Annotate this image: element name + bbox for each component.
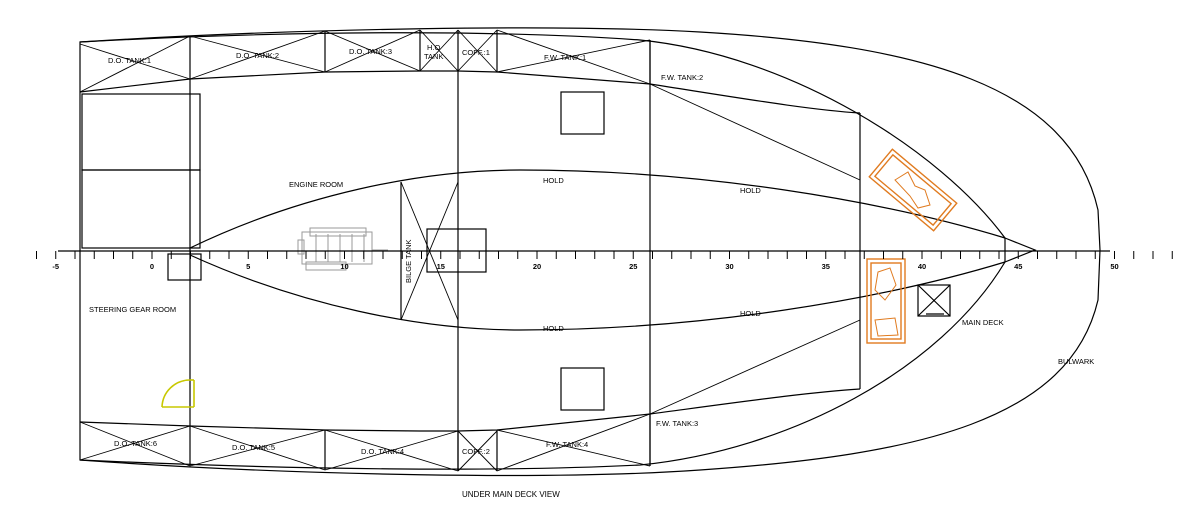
label-coff-1: COFF.:1	[462, 48, 490, 57]
crossed-equipment-box	[917, 284, 951, 317]
label-do-tank-5: D.O. TANK:5	[232, 443, 275, 452]
label-ho-tank-line2: TANK	[424, 52, 443, 61]
top-tank-bracing	[79, 29, 861, 181]
label-engine-room: ENGINE ROOM	[289, 180, 343, 189]
label-fw-tank-1: F.W. TANK:1	[544, 53, 586, 62]
frame-tick-label: 45	[1014, 262, 1022, 271]
label-hold-3: HOLD	[543, 324, 564, 333]
frame-tick-label: 10	[340, 262, 348, 271]
steering-gear-boxes	[81, 93, 201, 249]
label-bilge-tank: BILGE TANK	[404, 240, 413, 284]
label-bulwark: BULWARK	[1058, 357, 1094, 366]
orange-equipment-lower	[866, 258, 906, 344]
label-hold-2: HOLD	[740, 186, 761, 195]
frame-tick-label: 35	[822, 262, 830, 271]
frame-tick-label: -5	[52, 262, 59, 271]
frame-tick-label: 40	[918, 262, 926, 271]
tank-band-top-inner	[79, 70, 861, 114]
frame-tick-label: 5	[246, 262, 250, 271]
bow-tip	[1004, 237, 1037, 263]
bottom-tank-bracing	[79, 319, 861, 472]
hatch-square-bottom	[560, 367, 605, 411]
label-steering-gear-room: STEERING GEAR ROOM	[89, 305, 176, 314]
label-do-tank-3: D.O. TANK:3	[349, 47, 392, 56]
frame-ticks	[36, 251, 1173, 259]
tank-band-bottom-inner	[79, 388, 861, 432]
frame-tick-label: 20	[533, 262, 541, 271]
frame-tick-label: 30	[725, 262, 733, 271]
frame-tick-label: 50	[1110, 262, 1118, 271]
label-do-tank-4: D.O. TANK:4	[361, 447, 404, 456]
hatch-square-top	[560, 91, 605, 135]
label-hold-4: HOLD	[740, 309, 761, 318]
door-swing-symbol	[161, 379, 195, 408]
label-do-tank-6: D.O. TANK:6	[114, 439, 157, 448]
label-main-deck: MAIN DECK	[962, 318, 1004, 327]
hold-curve-upper	[189, 169, 1006, 249]
bulwark-outline	[79, 27, 1101, 477]
label-ho-tank-line1: H.O	[427, 43, 441, 52]
label-coff-2: COFF.:2	[462, 447, 490, 456]
label-hold-1: HOLD	[543, 176, 564, 185]
label-fw-tank-2: F.W. TANK:2	[661, 73, 703, 82]
label-fw-tank-3: F.W. TANK:3	[656, 419, 698, 428]
frame-tick-labels: -50510152025303540455055	[52, 262, 1118, 271]
label-fw-tank-4: F.W. TANK:4	[546, 440, 588, 449]
frame-tick-label: 15	[437, 262, 445, 271]
label-do-tank-1: D.O. TANK:1	[108, 56, 151, 65]
label-do-tank-2: D.O. TANK:2	[236, 51, 279, 60]
frame-tick-label: 25	[629, 262, 637, 271]
hold-curve-lower	[189, 254, 1006, 331]
orange-equipment-upper	[868, 148, 958, 232]
rudder-box	[167, 253, 202, 281]
frame-tick-label: 0	[150, 262, 154, 271]
drawing-caption: UNDER MAIN DECK VIEW	[462, 490, 560, 499]
